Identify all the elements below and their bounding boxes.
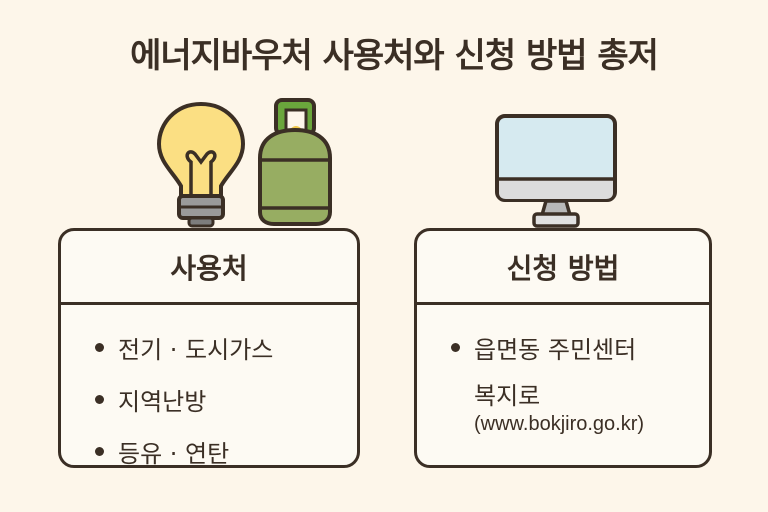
list-item: 등유 · 연탄 (95, 425, 357, 477)
gas-tank-icon (258, 98, 332, 226)
list-item: 전기 · 도시가스 (95, 321, 357, 373)
apply-item-bokjiro: 복지로 (474, 381, 541, 410)
list-item: 지역난방 (95, 373, 357, 425)
bullet-icon (95, 446, 104, 456)
apply-item-community-center: 읍면동 주민센터 (474, 335, 637, 364)
apply-list: 읍면동 주민센터 복지로 (www.bokjiro.go.kr) (417, 305, 709, 436)
usage-card: 사용처 전기 · 도시가스 지역난방 등유 · 연탄 (58, 228, 360, 468)
bullet-icon (95, 342, 104, 352)
bullet-icon (95, 394, 104, 404)
light-bulb-icon (156, 101, 246, 228)
usage-card-heading: 사용처 (61, 231, 357, 305)
usage-item-kerosene-briquette: 등유 · 연탄 (118, 439, 230, 468)
computer-monitor-icon (495, 114, 617, 228)
page-title: 에너지바우처 사용처와 신청 방법 총저 (130, 36, 659, 76)
bokjiro-url-link[interactable]: (www.bokjiro.go.kr) (474, 413, 645, 435)
usage-list: 전기 · 도시가스 지역난방 등유 · 연탄 (61, 305, 357, 477)
usage-item-electric-gas: 전기 · 도시가스 (118, 335, 274, 364)
list-item: 읍면동 주민센터 (451, 321, 709, 373)
apply-card: 신청 방법 읍면동 주민센터 복지로 (www.bokjiro.go.kr) (414, 228, 712, 468)
bullet-icon (451, 342, 460, 352)
usage-item-district-heating: 지역난방 (118, 387, 207, 416)
apply-card-heading: 신청 방법 (417, 231, 709, 305)
